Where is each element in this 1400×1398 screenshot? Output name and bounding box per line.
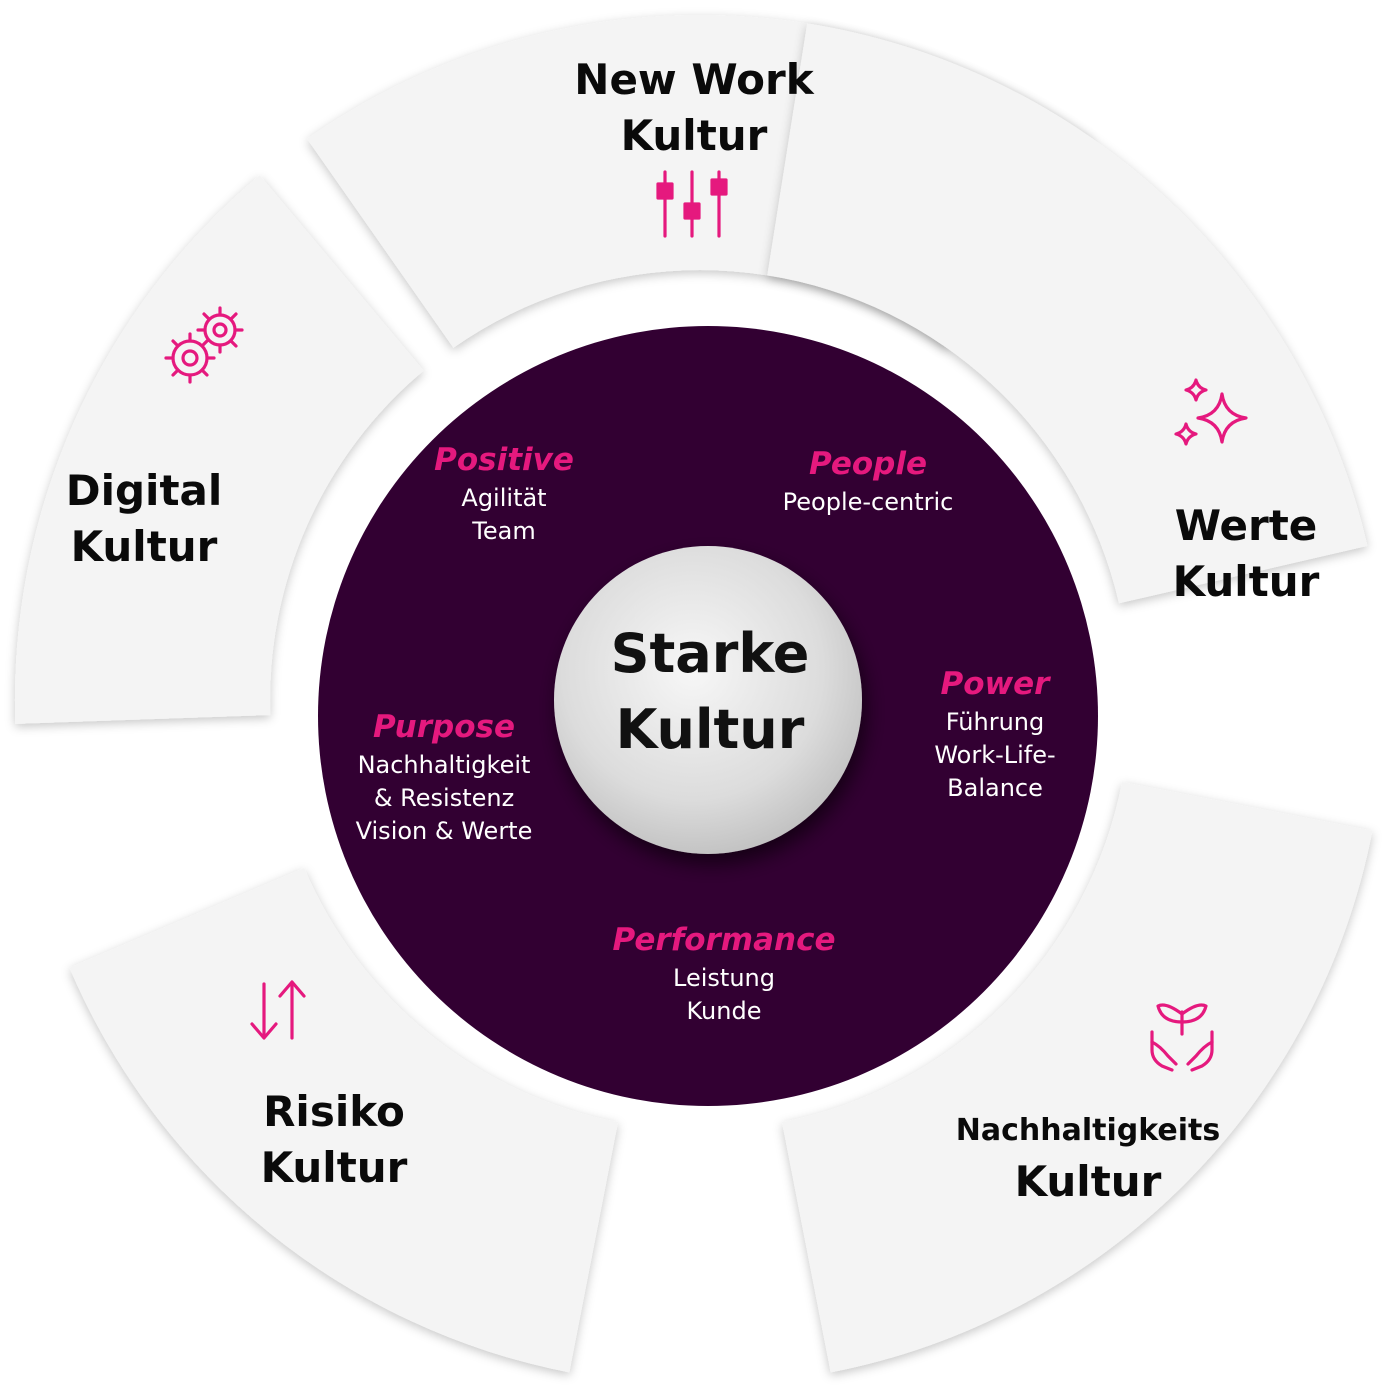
pillar-title-people: People (809, 446, 927, 482)
center-title-line1: Starke (611, 622, 810, 685)
center-disc (554, 546, 862, 854)
pillar-item-power-3: Balance (947, 774, 1043, 802)
hands-plant-icon (1150, 1003, 1214, 1072)
pillar-item-purpose-3: Vision & Werte (356, 817, 533, 845)
segment-title-new-work-line2: Kultur (621, 111, 768, 160)
pillar-item-power-2: Work-Life- (934, 741, 1055, 769)
pillar-item-purpose-1: Nachhaltigkeit (358, 751, 531, 779)
segment-risiko (69, 868, 618, 1373)
pillar-item-performance-1: Leistung (673, 964, 775, 992)
pillar-item-performance-2: Kunde (687, 997, 762, 1025)
segment-title-nachhaltigkeit-line1: Nachhaltigkeits (956, 1113, 1220, 1148)
pillar-item-people-1: People-centric (783, 488, 954, 516)
segment-nachhaltigkeit (782, 782, 1373, 1373)
segment-werte (767, 23, 1368, 604)
pillar-item-power-1: Führung (946, 708, 1044, 736)
segment-digital (14, 175, 424, 724)
pillar-item-positive-2: Team (471, 517, 535, 545)
arrows-up-down-icon (250, 980, 306, 1040)
pillar-title-performance: Performance (613, 922, 836, 958)
pillar-title-purpose: Purpose (373, 709, 515, 745)
segment-title-risiko-line1: Risiko (263, 1087, 405, 1136)
segment-title-risiko-line2: Kultur (261, 1143, 408, 1192)
segment-title-digital-line2: Kultur (71, 522, 218, 571)
center-title-line2: Kultur (616, 698, 805, 761)
pillar-title-power: Power (941, 666, 1052, 702)
sliders-icon (656, 170, 728, 238)
pillar-item-purpose-2: & Resistenz (374, 784, 514, 812)
sparkles-icon (1174, 378, 1248, 446)
segment-title-nachhaltigkeit-line2: Kultur (1015, 1157, 1162, 1206)
pillar-title-positive: Positive (434, 442, 574, 478)
segment-title-new-work-line1: New Work (574, 55, 814, 104)
gears-icon (164, 306, 244, 384)
segment-title-werte-line1: Werte (1175, 501, 1318, 550)
segment-title-werte-line2: Kultur (1173, 557, 1320, 606)
pillar-item-positive-1: Agilität (461, 484, 546, 512)
segment-title-digital-line1: Digital (66, 466, 223, 515)
